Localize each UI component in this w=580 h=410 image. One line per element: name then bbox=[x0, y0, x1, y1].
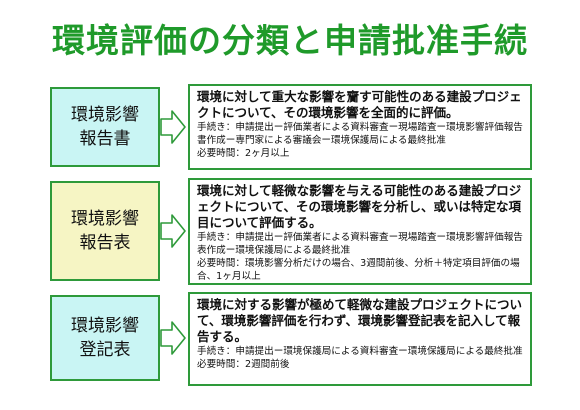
category-description-box: 環境に対して軽微な影響を与える可能性のある建設プロジェクトについて、その環境影響… bbox=[188, 178, 532, 285]
right-arrow-icon bbox=[160, 321, 186, 355]
category-label-registration-form: 環境影響 登記表 bbox=[50, 295, 160, 381]
category-description-box: 環境に対する影響が極めて軽微な建設プロジェクトについて、環境影響評価を行わず、環… bbox=[188, 292, 532, 386]
page-title: 環境評価の分類と申請批准手続 bbox=[52, 21, 528, 60]
category-description: 環境に対して重大な影響を齎す可能性のある建設プロジェクトについて、その環境影響を… bbox=[197, 89, 522, 120]
category-procedure-details: 手続き：申請提出ー環境保護局による資料審査ー環境保護局による最終批准 必要時間：… bbox=[197, 346, 523, 370]
right-arrow-icon bbox=[160, 110, 186, 144]
category-procedure-details: 手続き：申請提出ー評価業者による資料審査ー現場踏査ー環境影響評価報告書作成ー専門… bbox=[197, 122, 523, 159]
category-label-assessment-form: 環境影響 報告表 bbox=[50, 181, 160, 281]
category-label-text: 環境影響 報告表 bbox=[71, 209, 139, 253]
category-label-text: 環境影響 報告書 bbox=[71, 105, 139, 149]
category-procedure-details: 手続き：申請提出ー評価業者による資料審査ー現場踏査ー環境影響評価報告表作成ー環境… bbox=[197, 232, 523, 282]
category-description-box: 環境に対して重大な影響を齎す可能性のある建設プロジェクトについて、その環境影響を… bbox=[188, 84, 532, 170]
category-description: 環境に対して軽微な影響を与える可能性のある建設プロジェクトについて、その環境影響… bbox=[197, 183, 522, 230]
right-arrow-icon bbox=[160, 214, 186, 248]
category-label-text: 環境影響 登記表 bbox=[71, 316, 139, 360]
category-label-assessment-report: 環境影響 報告書 bbox=[50, 87, 160, 167]
category-description: 環境に対する影響が極めて軽微な建設プロジェクトについて、環境影響評価を行わず、環… bbox=[197, 297, 523, 344]
